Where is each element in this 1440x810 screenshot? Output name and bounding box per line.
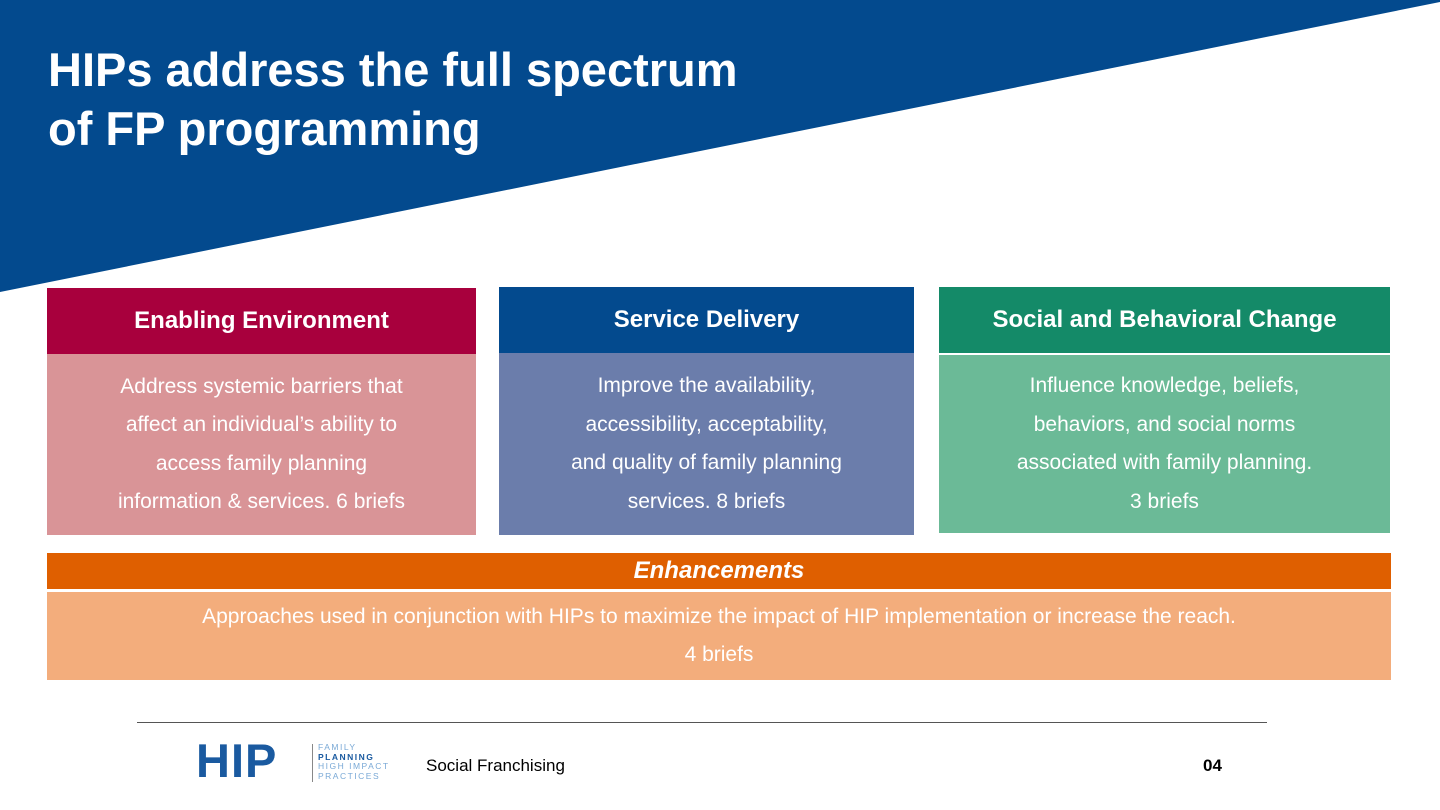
enabling-environment-body: Address systemic barriers that affect an…	[47, 354, 476, 535]
service-delivery-header: Service Delivery	[499, 287, 914, 353]
body-line: access family planning	[155, 451, 368, 475]
body-line: affect an individual’s ability to	[125, 413, 398, 436]
enhancements-header: Enhancements	[47, 553, 1391, 589]
body-line: 3 briefs	[1130, 489, 1199, 513]
footer-divider	[137, 722, 1267, 723]
social-behavioral-change-header: Social and Behavioral Change	[939, 287, 1390, 353]
logo-line: FAMILY	[318, 742, 357, 752]
logo-wordmark: HIP	[196, 734, 278, 787]
body-line: behaviors, and social norms	[1033, 412, 1296, 436]
enhancements-line-1: Approaches used in conjunction with HIPs…	[202, 605, 1236, 628]
enabling-environment-header: Enabling Environment	[47, 288, 476, 354]
logo-divider	[312, 744, 313, 782]
hip-logo: HIP FAMILY PLANNING HIGH IMPACT PRACTICE…	[196, 736, 388, 786]
title-line-1: HIPs address the full spectrum	[48, 43, 738, 96]
title-banner	[0, 0, 1440, 292]
logo-line: PLANNING	[318, 751, 375, 762]
body-line: Influence knowledge, beliefs,	[1029, 374, 1300, 397]
footer-label: Social Franchising	[426, 756, 565, 775]
body-line: associated with family planning.	[1016, 451, 1313, 474]
body-line: services. 8 briefs	[627, 489, 786, 513]
logo-line: PRACTICES	[318, 770, 381, 781]
logo-line: HIGH IMPACT	[318, 761, 390, 772]
page-number: 04	[1203, 756, 1222, 775]
page-title: HIPs address the full spectrum of FP pro…	[48, 40, 738, 158]
body-line: information & services. 6 briefs	[117, 490, 406, 513]
service-delivery-body: Improve the availability, accessibility,…	[499, 353, 914, 535]
body-line: accessibility, acceptability,	[585, 412, 828, 436]
enhancements-line-2: 4 briefs	[684, 643, 754, 666]
enhancements-body: Approaches used in conjunction with HIPs…	[47, 592, 1391, 680]
social-behavioral-change-body: Influence knowledge, beliefs, behaviors,…	[939, 355, 1390, 533]
title-line-2: of FP programming	[48, 102, 481, 155]
logo-tagline: FAMILY PLANNING HIGH IMPACT PRACTICES	[318, 742, 390, 781]
body-line: Improve the availability,	[597, 374, 816, 397]
body-line: Address systemic barriers that	[120, 374, 403, 398]
body-line: and quality of family planning	[571, 451, 842, 474]
